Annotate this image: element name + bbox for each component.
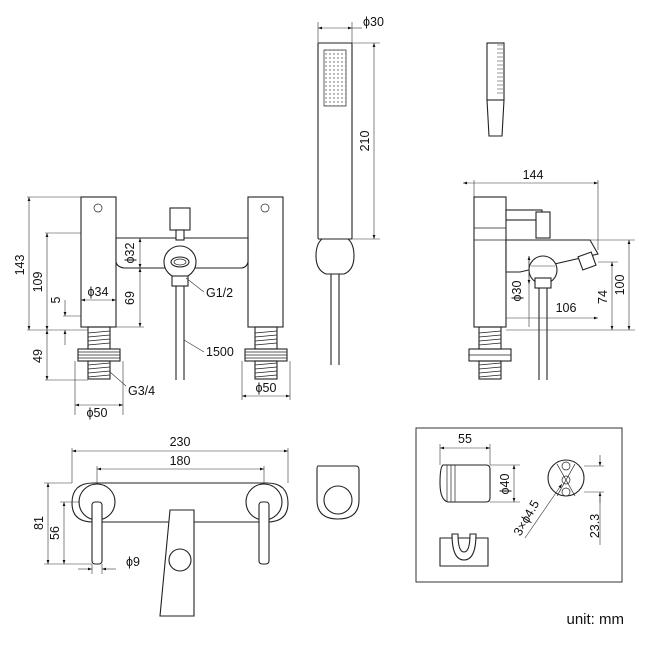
dim-d50-left: ϕ50 [87,406,108,420]
label-g12: G1/2 [206,286,233,300]
right-shank [244,326,288,380]
holder-body [316,465,360,520]
dim-d34: ϕ34 [88,285,109,299]
side-view: 144 ϕ30 106 74 100 [463,42,635,380]
dim-holder-55: 55 [458,432,472,446]
dim-side-144: 144 [523,168,544,182]
side-handset-top [486,42,505,101]
top-hose-connector [168,548,192,572]
dim-top-d9: ϕ9 [126,555,140,569]
dim-49: 49 [31,349,45,363]
dim-top-56: 56 [48,526,62,540]
diverter-knob [169,207,191,231]
dim-holder-d40: ϕ40 [498,474,512,495]
dim-side-d30: ϕ30 [510,281,524,302]
dim-side-106: 106 [556,301,577,315]
dim-holder-holes: 3×ϕ4.5 [511,498,542,538]
holder-detail-frame [415,427,623,583]
dim-d50-right: ϕ50 [256,381,277,395]
dim-holder-233: 23.3 [588,514,602,538]
dim-handset-d30: ϕ30 [363,15,384,29]
right-pillar [247,196,284,328]
handset-view: ϕ30 210 [315,15,384,365]
dim-top-81: 81 [32,516,46,530]
side-lever [535,211,551,239]
dim-top-230: 230 [170,435,191,449]
label-hose-length: 1500 [206,345,234,359]
dim-handset-210: 210 [358,131,372,152]
dim-143: 143 [13,255,27,276]
handset-cone [315,238,355,275]
dim-109: 109 [31,272,45,293]
dim-side-100: 100 [613,275,627,296]
left-pillar [80,196,117,328]
dim-top-180: 180 [170,454,191,468]
unit-label: unit: mm [566,611,624,628]
holder-side-profile [439,464,491,503]
dim-5: 5 [49,296,63,303]
right-pillar-hole [260,203,270,213]
holder-detail: 55 ϕ40 3×ϕ4.5 23.3 [415,427,623,583]
top-view: 230 180 81 56 ϕ9 [32,435,289,617]
front-view: 143 109 5 49 ϕ34 ϕ32 69 G1/2 1500 G3/4 ϕ [13,196,291,420]
left-pillar-hole [93,203,103,213]
holder-backplate [547,459,585,497]
dim-d32: ϕ32 [123,243,137,264]
side-pillar [473,196,507,328]
hose-connector [163,245,197,279]
top-right-lever [258,501,270,565]
dim-69: 69 [123,291,137,305]
dim-side-74: 74 [596,290,610,304]
holder-front-view [316,465,360,520]
handset-spray-face [323,49,347,107]
label-g34: G3/4 [128,384,155,398]
top-left-lever [91,501,103,565]
left-shank [77,326,121,380]
diverter-stem [175,229,185,241]
